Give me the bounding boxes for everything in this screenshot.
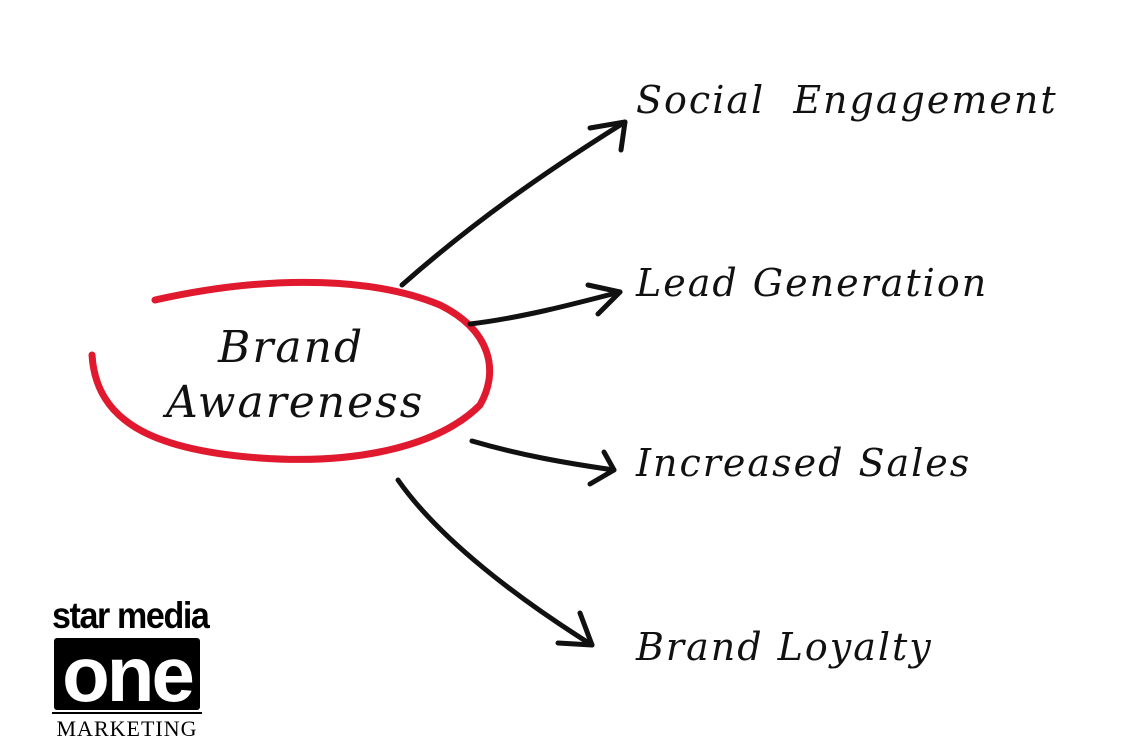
logo-middle-text: one	[62, 630, 195, 718]
outcome-increased-sales: Increased Sales	[635, 441, 971, 485]
arrow-brand-loyalty	[395, 477, 595, 648]
logo-top-text: star media	[52, 595, 210, 636]
center-line-1: Brand	[217, 322, 364, 373]
outcome-lead-generation: Lead Generation	[635, 261, 988, 305]
center-circle	[88, 278, 494, 463]
logo-bottom-text: MARKETING	[52, 712, 202, 744]
arrow-social-engagement	[399, 119, 628, 288]
logo-block: one ★	[54, 632, 200, 716]
arrow-increased-sales	[469, 438, 617, 487]
outcome-social-engagement: Social Engagement	[636, 78, 1058, 122]
arrow-lead-generation	[467, 282, 623, 327]
center-line-2: Awareness	[162, 377, 424, 428]
company-logo: star media one ★ MARKETING	[52, 594, 210, 744]
outcome-brand-loyalty: Brand Loyalty	[635, 625, 933, 669]
star-icon: ★	[166, 640, 186, 665]
